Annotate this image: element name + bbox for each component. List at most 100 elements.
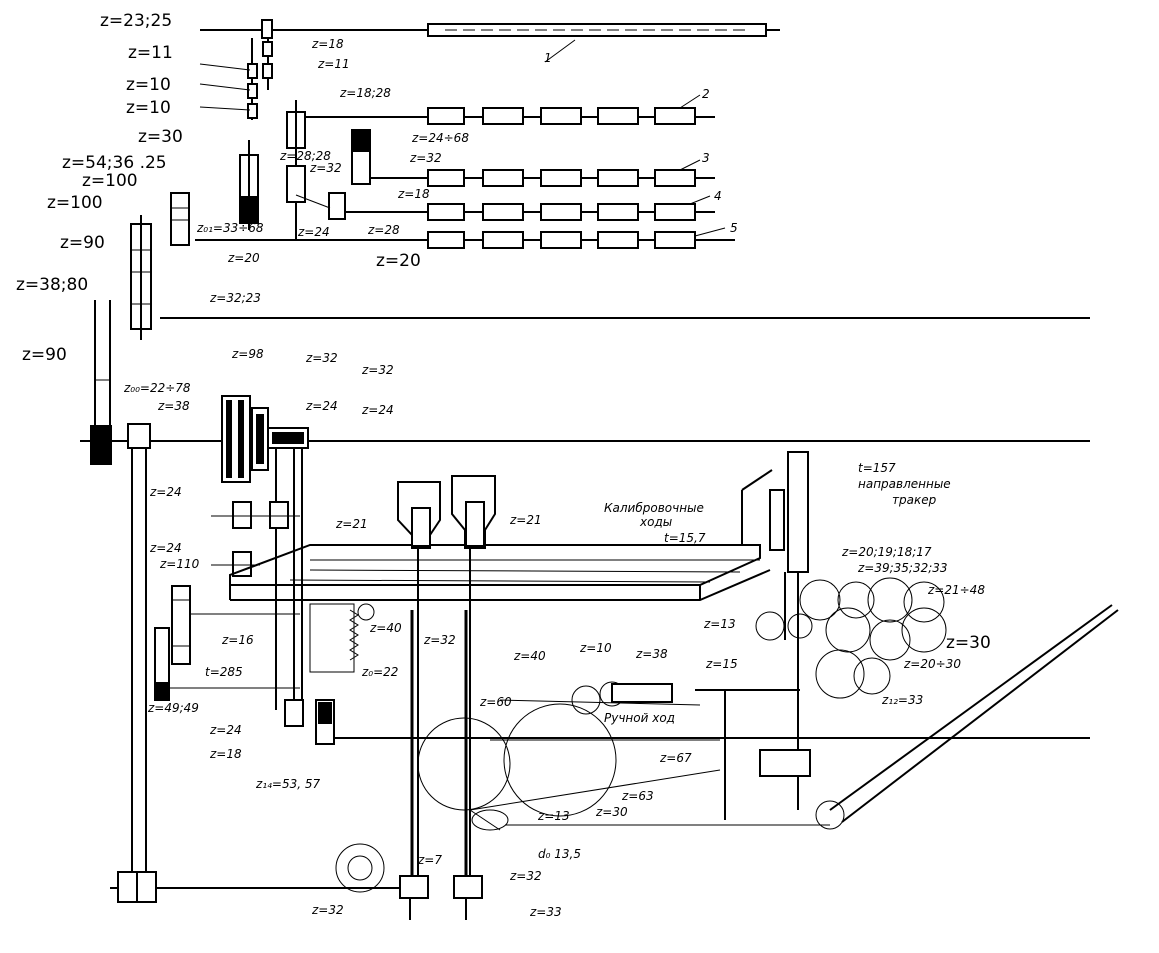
label-s11: z=28 (367, 223, 400, 237)
label-text-directed: направленные (858, 477, 951, 491)
label-s49: z=30 (946, 633, 991, 653)
label-num-1: 1 (544, 51, 552, 65)
feed-gearbox (170, 395, 335, 745)
label-s29: z=40 (369, 621, 402, 635)
label-z-90-b: z=90 (22, 345, 67, 365)
lower-mechanism (335, 681, 811, 920)
label-s1: z=18 (311, 37, 344, 51)
label-s27: z=21 (335, 517, 368, 531)
label-s26: t=285 (205, 665, 243, 679)
label-z-23-25: z=23;25 (100, 11, 172, 31)
gear-row-2 (305, 94, 715, 125)
label-num-2: 2 (702, 87, 710, 101)
label-z-100-a: z=100 (82, 171, 138, 191)
gear-row-4 (345, 195, 715, 221)
label-s48: z=21÷48 (927, 583, 985, 597)
top-shaft (200, 19, 780, 63)
label-s36: z=40 (513, 649, 546, 663)
label-z-11: z=11 (128, 43, 173, 63)
label-text-tracker: тракер (892, 493, 937, 507)
label-s41: z=30 (595, 805, 628, 819)
machine-table (229, 544, 771, 601)
label-s51: z₁₂=33 (881, 693, 923, 707)
chain-conveyor (505, 604, 1119, 830)
label-s33: z=24 (209, 723, 242, 737)
labels-large: z=23;25 z=11 z=10 z=10 z=30 z=54;36 .25 … (16, 11, 183, 365)
label-s43: z=67 (659, 751, 692, 765)
label-num-4: 4 (714, 189, 722, 203)
label-s52: t=15,7 (664, 531, 706, 545)
label-s50: z=20÷30 (903, 657, 961, 671)
label-z-10-b: z=10 (126, 98, 171, 118)
label-s47: z=39;35;32;33 (857, 561, 948, 575)
label-s2: z=11 (317, 57, 350, 71)
label-s42: z=63 (621, 789, 654, 803)
label-z-10-a: z=10 (126, 75, 171, 95)
label-s16: z=32 (305, 351, 338, 365)
label-s25: z=16 (221, 633, 254, 647)
gear-row-3 (370, 159, 715, 187)
label-s4: z=24÷68 (411, 131, 469, 145)
gear-stack-upper (199, 38, 273, 120)
label-text-calibrating: Калибровочные (604, 501, 704, 515)
label-s58: d₀ 13,5 (538, 847, 581, 861)
label-s12: z=20 (227, 251, 260, 265)
label-s8: z=18 (397, 187, 430, 201)
label-s6: z=32 (309, 161, 342, 175)
label-s3: z=18;28 (339, 86, 391, 100)
label-text-moves: ходы (639, 515, 672, 529)
label-s7: z=32 (409, 151, 442, 165)
label-num-5: 5 (730, 221, 738, 235)
gearbox-column-1 (286, 100, 371, 240)
gear-row-5 (195, 227, 735, 249)
cam-mechanism (309, 603, 375, 673)
label-s19: z=24 (361, 403, 394, 417)
label-s56: z=32 (311, 903, 344, 917)
label-s5: z=28;28 (279, 149, 331, 163)
label-s13: z=20 (376, 251, 421, 271)
label-s17: z=32 (361, 363, 394, 377)
label-z-100-b: z=100 (47, 193, 103, 213)
label-s46: z=20;19;18;17 (841, 545, 932, 559)
label-s28: z=21 (509, 513, 542, 527)
change-gear-cluster (799, 577, 947, 699)
label-s39: z=60 (479, 695, 512, 709)
label-s57: z=33 (529, 905, 562, 919)
vertical-shaft-long (117, 423, 170, 903)
spindle-column (90, 300, 112, 465)
labels-small: z=18 z=11 z=18;28 z=24÷68 z=28;28 z=32 z… (123, 37, 991, 919)
label-s15: z=98 (231, 347, 264, 361)
label-s38: z=38 (635, 647, 668, 661)
label-s18: z=24 (305, 399, 338, 413)
label-s14: z=32;23 (209, 291, 261, 305)
label-s30: z=32 (423, 633, 456, 647)
label-s9: z₀₁=33÷68 (196, 221, 264, 235)
gearbox-column-left (130, 140, 259, 340)
label-s35: z₁₄=53, 57 (255, 777, 321, 791)
label-num-3: 3 (702, 151, 710, 165)
label-s55: z=32 (509, 869, 542, 883)
label-s44: z=13 (703, 617, 736, 631)
right-column (741, 451, 813, 810)
label-s20: z₀₀=22÷78 (123, 381, 191, 395)
label-z-90-a: z=90 (60, 233, 105, 253)
label-s40: z=13 (537, 809, 570, 823)
label-s24: z=110 (159, 557, 200, 571)
label-s10: z=24 (297, 225, 330, 239)
spindle-heads (397, 475, 496, 880)
label-s37: z=10 (579, 641, 612, 655)
label-s45: z=15 (705, 657, 738, 671)
label-s22: z=24 (149, 485, 182, 499)
label-z-54-36-25: z=54;36 .25 (62, 153, 167, 173)
label-s53: t=157 (858, 461, 896, 475)
label-s21: z=38 (157, 399, 190, 413)
label-s54: z=7 (417, 853, 442, 867)
label-s34: z=18 (209, 747, 242, 761)
label-z-38-80: z=38;80 (16, 275, 88, 295)
label-s32: z=49;49 (147, 701, 199, 715)
label-z-30: z=30 (138, 127, 183, 147)
label-text-manual: Ручной ход (604, 711, 675, 725)
label-s31: z₀=22 (361, 665, 398, 679)
label-s23: z=24 (149, 541, 182, 555)
